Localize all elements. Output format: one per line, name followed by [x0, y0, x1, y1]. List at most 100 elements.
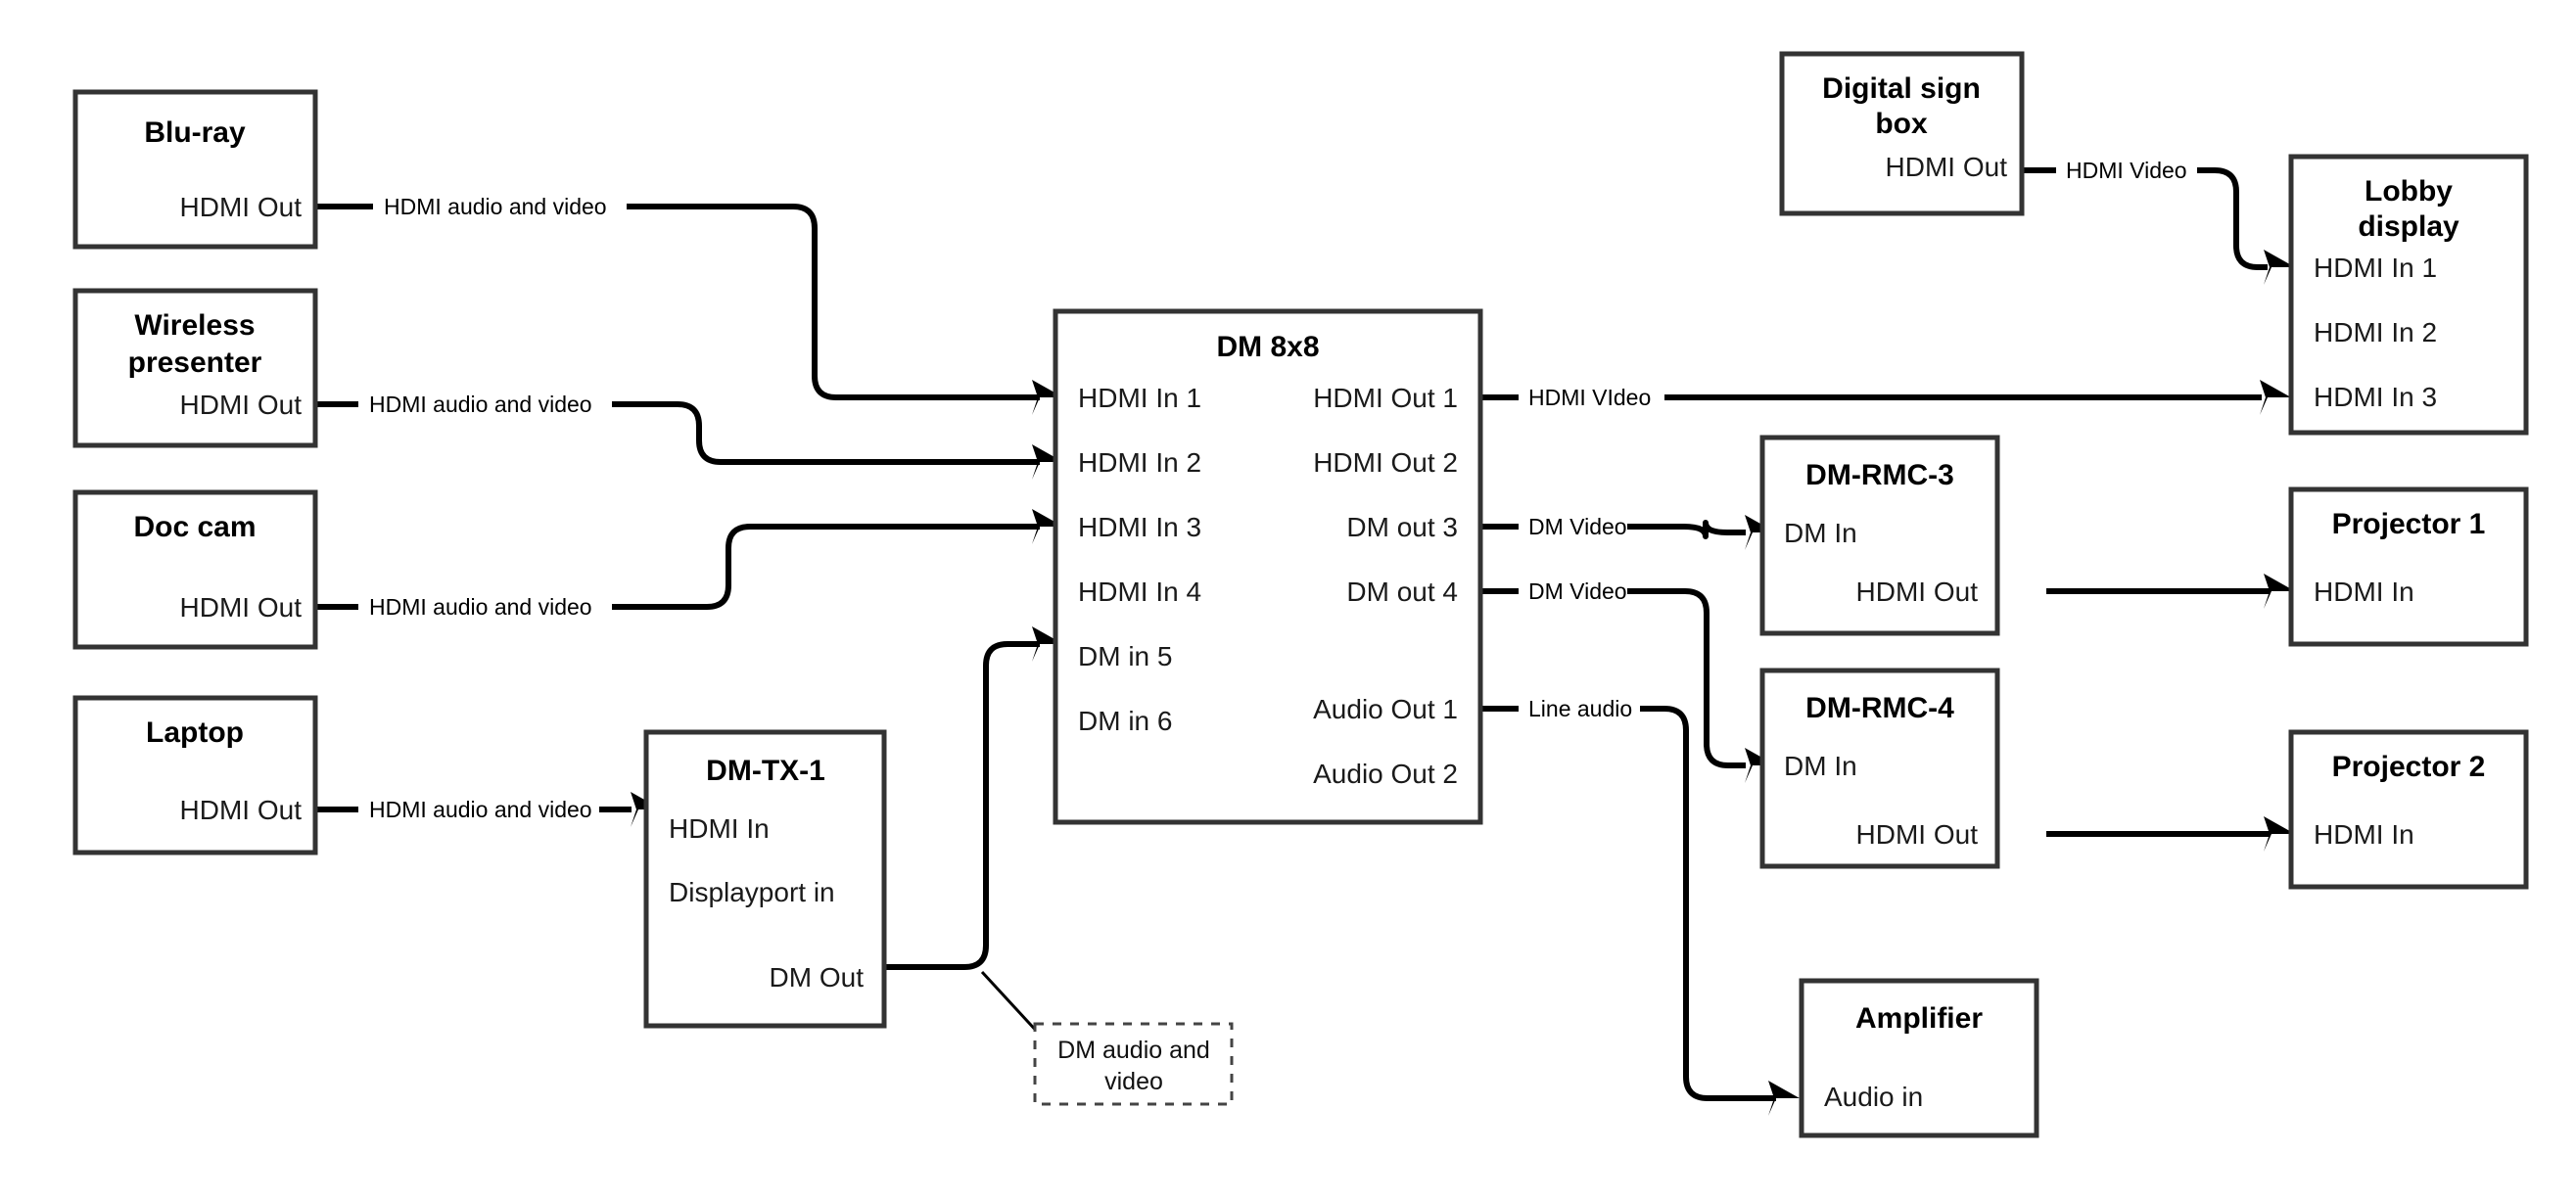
node-bluray-port-hdmi-out: HDMI Out [180, 192, 303, 222]
edge-label-dm-out4: DM Video [1528, 578, 1627, 604]
node-dm-8x8-title: DM 8x8 [1216, 331, 1319, 363]
edge-label-dm-out3: DM Video [1528, 514, 1627, 539]
node-dm-rmc-3-port-dm-in: DM In [1784, 518, 1857, 548]
node-digital-sign-box[interactable]: Digital sign box HDMI Out [1779, 51, 2025, 216]
node-dm-8x8-input-6: DM in 6 [1078, 706, 1172, 736]
node-dm-rmc-4[interactable]: DM-RMC-4 DM In HDMI Out [1759, 668, 2000, 869]
node-dm-8x8-output-4: DM out 4 [1346, 577, 1458, 607]
node-dm-8x8-input-1: HDMI In 1 [1078, 383, 1201, 413]
node-dm-tx-1-box[interactable] [643, 729, 887, 1029]
node-amplifier-port-audio-in: Audio in [1824, 1082, 1923, 1112]
wire-segment [612, 401, 1040, 465]
node-dm-rmc-3[interactable]: DM-RMC-3 DM In HDMI Out [1759, 435, 2000, 636]
node-lobby-display-input-2: HDMI In 2 [2314, 317, 2437, 347]
node-dm-rmc-4-port-hdmi-out: HDMI Out [1856, 819, 1979, 850]
node-laptop[interactable]: Laptop HDMI Out [72, 695, 318, 855]
node-projector-2-title: Projector 2 [2332, 751, 2486, 783]
node-bluray-box[interactable] [72, 89, 318, 250]
node-wireless-presenter-title-line2: presenter [128, 346, 262, 379]
node-lobby-display-input-1: HDMI In 1 [2314, 253, 2437, 283]
node-projector-1-title: Projector 1 [2332, 508, 2486, 540]
node-bluray-title: Blu-ray [144, 116, 246, 149]
node-dm-rmc-4-box[interactable] [1759, 668, 2000, 869]
wire-segment [1640, 706, 1776, 1101]
arrowhead [1032, 380, 1063, 415]
edge-doccam-to-dm8x8 [315, 509, 1063, 610]
node-dm-8x8-output-5: Audio Out 1 [1313, 694, 1458, 724]
node-dm-8x8-input-4: HDMI In 4 [1078, 577, 1201, 607]
node-dm-tx-1-port-hdmi-in: HDMI In [669, 813, 770, 844]
node-projector-1[interactable]: Projector 1 HDMI In [2288, 486, 2529, 647]
node-lobby-display-input-3: HDMI In 3 [2314, 382, 2437, 412]
edge-bluray-to-dm8x8 [315, 204, 1063, 415]
edge-label-laptop: HDMI audio and video [369, 797, 592, 822]
node-dm-rmc-4-port-dm-in: DM In [1784, 751, 1857, 781]
node-digital-sign-box-title-line2: box [1875, 108, 1928, 140]
wire-segment [2197, 167, 2268, 270]
node-lobby-display[interactable]: Lobby display HDMI In 1 HDMI In 2 HDMI I… [2288, 154, 2529, 436]
edge-dmtx1-to-dm8x8 [884, 626, 1064, 1061]
node-dm-8x8-input-2: HDMI In 2 [1078, 447, 1201, 478]
node-laptop-port-hdmi-out: HDMI Out [180, 795, 303, 825]
edge-label-hdmi-out1: HDMI VIdeo [1528, 385, 1651, 410]
node-lobby-display-title-line1: Lobby [2365, 175, 2453, 208]
node-lobby-display-box[interactable] [2288, 154, 2529, 436]
edge-dm8x8-to-dmrmc4 [1480, 588, 1776, 783]
node-dm-tx-1-port-dm-out: DM Out [770, 962, 865, 993]
edge-dm8x8-to-dmrmc3 [1480, 515, 1776, 550]
arrowhead [2260, 380, 2291, 415]
node-projector-2[interactable]: Projector 2 HDMI In [2288, 729, 2529, 890]
node-dm-8x8-input-5: DM in 5 [1078, 641, 1172, 671]
node-wireless-presenter-title-line1: Wireless [134, 309, 255, 342]
node-amplifier[interactable]: Amplifier Audio in [1799, 978, 2039, 1138]
node-doc-cam-port-hdmi-out: HDMI Out [180, 592, 303, 623]
node-bluray[interactable]: Blu-ray HDMI Out [72, 89, 318, 250]
node-doc-cam-box[interactable] [72, 489, 318, 650]
node-dm-tx-1-title: DM-TX-1 [706, 755, 825, 787]
edge-label-sign-to-lobby: HDMI Video [2066, 158, 2187, 183]
node-wireless-presenter-box[interactable] [72, 288, 318, 448]
node-laptop-box[interactable] [72, 695, 318, 855]
node-lobby-display-title-line2: display [2358, 210, 2459, 243]
arrowhead [1032, 626, 1063, 662]
node-projector-1-box[interactable] [2288, 486, 2529, 647]
callout-dm-audio-and-video-box [1033, 1022, 1234, 1106]
wire-segment [1627, 588, 1746, 768]
edge-wireless-to-dm8x8 [315, 401, 1063, 480]
node-wireless-presenter[interactable]: Wireless presenter HDMI Out [72, 288, 318, 448]
node-projector-2-box[interactable] [2288, 729, 2529, 890]
edge-dmrmc4-to-projector2 [2046, 816, 2295, 852]
node-dm-rmc-3-port-hdmi-out: HDMI Out [1856, 577, 1979, 607]
wire-segment [612, 524, 1040, 610]
wire-segment [884, 641, 1040, 970]
node-projector-2-port-hdmi-in: HDMI In [2314, 819, 2414, 850]
node-doc-cam[interactable]: Doc cam HDMI Out [72, 489, 318, 650]
wire-segment [1627, 520, 1746, 539]
node-amplifier-box[interactable] [1799, 978, 2039, 1138]
arrowhead [2264, 816, 2295, 852]
node-dm-rmc-4-title: DM-RMC-4 [1805, 692, 1954, 724]
node-dm-8x8-output-2: HDMI Out 2 [1313, 447, 1458, 478]
arrowhead [1032, 444, 1063, 480]
node-dm-tx-1[interactable]: DM-TX-1 HDMI In Displayport in DM Out [643, 729, 887, 1029]
node-dm-8x8-input-3: HDMI In 3 [1078, 512, 1201, 542]
arrowhead [1768, 1081, 1800, 1116]
edge-dm8x8-to-amplifier [1480, 706, 1800, 1116]
edge-dmrmc3-to-projector1 [2046, 574, 2295, 609]
node-amplifier-title: Amplifier [1855, 1002, 1983, 1035]
node-dm-8x8-box[interactable] [1053, 308, 1483, 825]
node-dm-rmc-3-box[interactable] [1759, 435, 2000, 636]
edge-label-wireless: HDMI audio and video [369, 392, 592, 417]
node-dm-8x8-output-6: Audio Out 2 [1313, 759, 1458, 789]
arrowhead [1032, 509, 1063, 544]
node-projector-1-port-hdmi-in: HDMI In [2314, 577, 2414, 607]
node-digital-sign-box-port-hdmi-out: HDMI Out [1886, 152, 2008, 182]
node-laptop-title: Laptop [146, 716, 244, 749]
node-dm-8x8[interactable]: DM 8x8 HDMI In 1 HDMI In 2 HDMI In 3 HDM… [1053, 308, 1483, 825]
callout-label-line2: video [1104, 1068, 1163, 1095]
node-digital-sign-box-box[interactable] [1779, 51, 2025, 216]
edge-label-audio-out1: Line audio [1528, 696, 1632, 721]
wire-segment [627, 204, 1040, 400]
